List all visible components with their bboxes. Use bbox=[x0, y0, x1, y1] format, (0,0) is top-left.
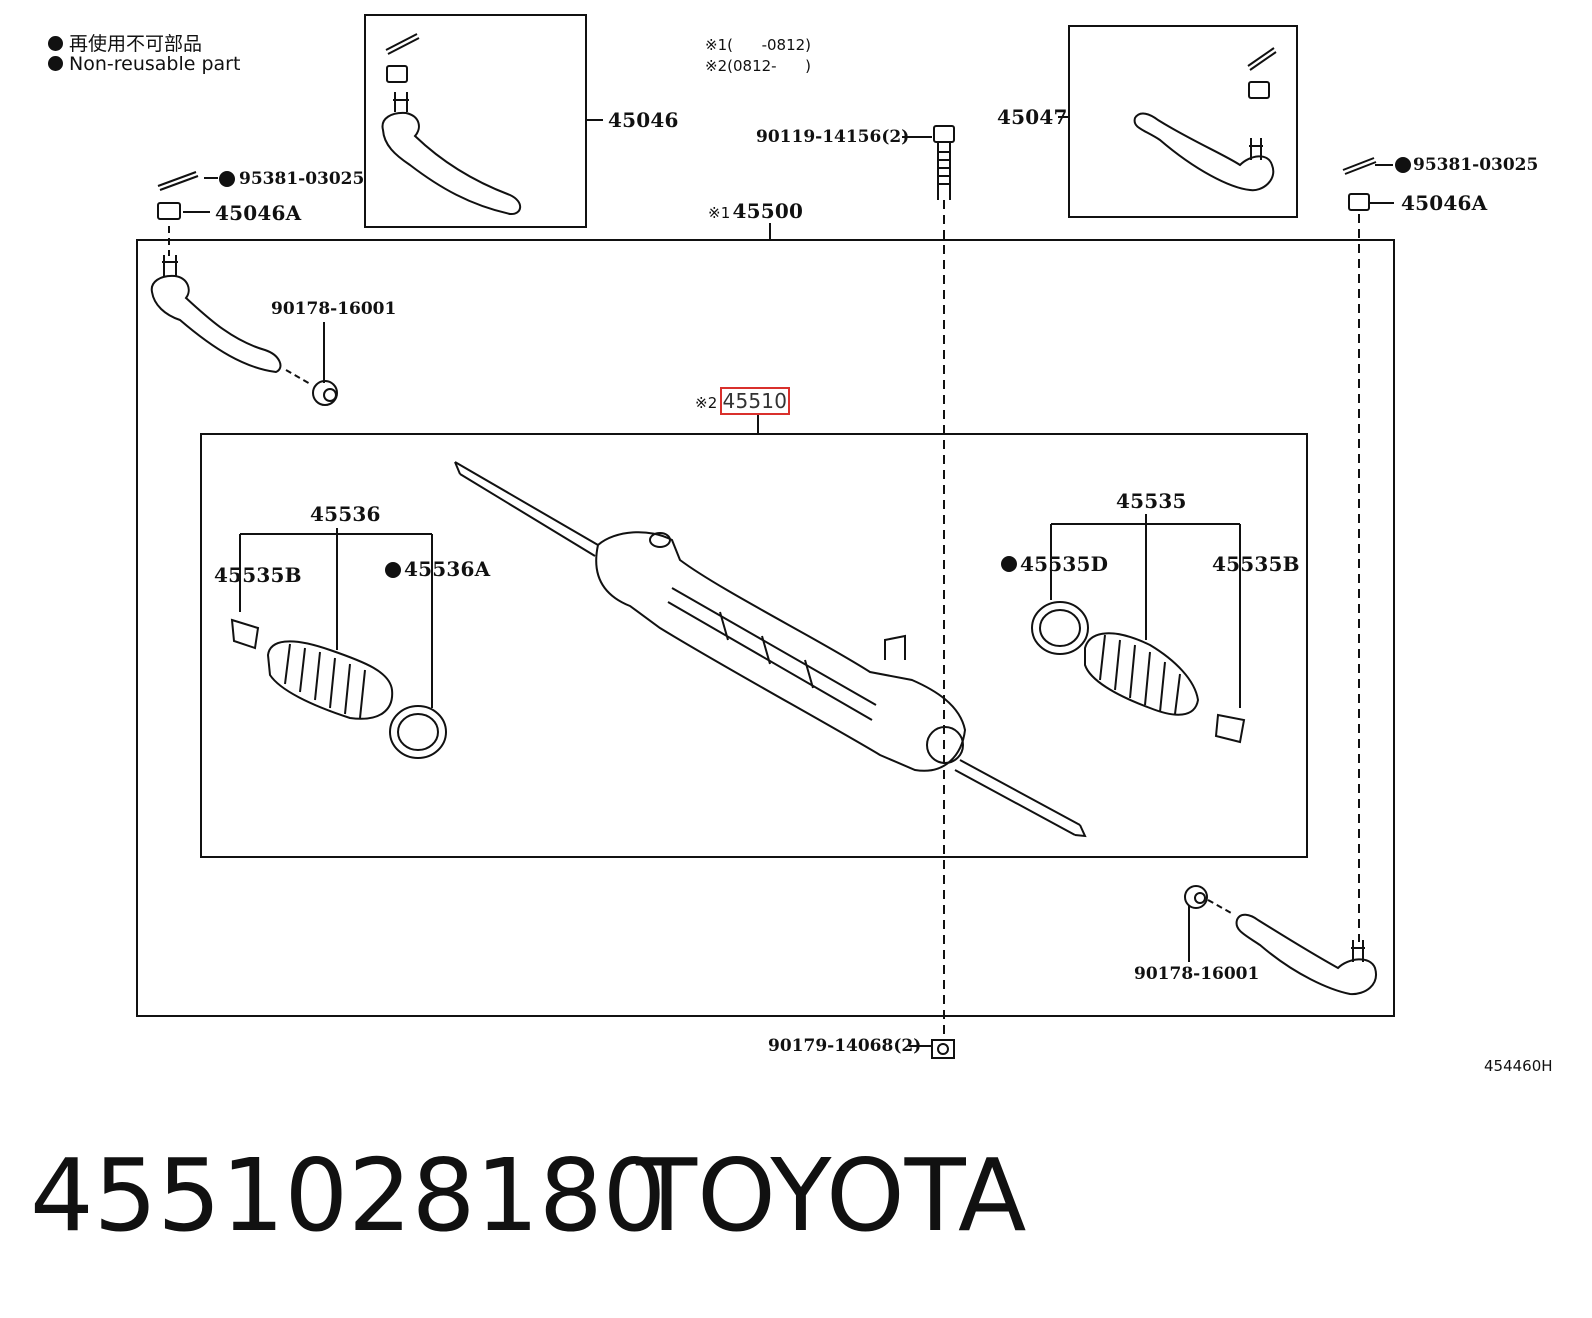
non-reusable-dot-icon bbox=[1395, 157, 1411, 173]
part-label-45536[interactable]: 45536 bbox=[310, 502, 381, 526]
part-label-95381-right[interactable]: 95381-03025 bbox=[1413, 155, 1539, 175]
assembly-45510-frame bbox=[200, 433, 1308, 858]
part-label-45535B-left[interactable]: 45535B bbox=[214, 563, 302, 587]
part-label-90178-left[interactable]: 90178-16001 bbox=[271, 299, 397, 319]
part-label-45047[interactable]: 45047 bbox=[997, 105, 1068, 129]
legend-line-jp: 再使用不可部品 bbox=[48, 29, 202, 56]
part-label-90119-14156[interactable]: 90119-14156(2) bbox=[756, 127, 910, 147]
part-label-90179-14068[interactable]: 90179-14068(2) bbox=[768, 1036, 922, 1056]
part-label-95381-left[interactable]: 95381-03025 bbox=[239, 169, 365, 189]
brand-title: TOYOTA bbox=[636, 1137, 1027, 1254]
part-label-45535D[interactable]: 45535D bbox=[1020, 552, 1109, 576]
non-reusable-dot-icon bbox=[1001, 556, 1017, 572]
part-label-45046[interactable]: 45046 bbox=[608, 108, 679, 132]
part-label-45535B-right[interactable]: 45535B bbox=[1212, 552, 1300, 576]
non-reusable-dot-icon bbox=[385, 562, 401, 578]
part-label-90178-right[interactable]: 90178-16001 bbox=[1134, 964, 1260, 984]
part-label-45536A[interactable]: 45536A bbox=[404, 557, 491, 581]
part-label-45046A-left[interactable]: 45046A bbox=[215, 201, 302, 225]
selected-part-highlight: 45510 bbox=[719, 387, 791, 415]
tie-rod-end-45047-box bbox=[1068, 25, 1298, 218]
part-number-title: 4551028180 bbox=[30, 1137, 667, 1254]
part-label-45046A-right[interactable]: 45046A bbox=[1401, 191, 1488, 215]
legend-line-en: Non-reusable part bbox=[48, 53, 240, 75]
note-1: ※1( -0812) bbox=[705, 36, 812, 54]
non-reusable-dot-icon bbox=[48, 56, 63, 71]
assembly-45500-frame bbox=[136, 239, 1395, 1017]
part-label-45535[interactable]: 45535 bbox=[1116, 489, 1187, 513]
note-2: ※2(0812- ) bbox=[705, 57, 812, 75]
non-reusable-dot-icon bbox=[219, 171, 235, 187]
diagram-code: 454460H bbox=[1484, 1057, 1553, 1075]
non-reusable-dot-icon bbox=[48, 36, 63, 51]
tie-rod-end-45046-box bbox=[364, 14, 587, 228]
